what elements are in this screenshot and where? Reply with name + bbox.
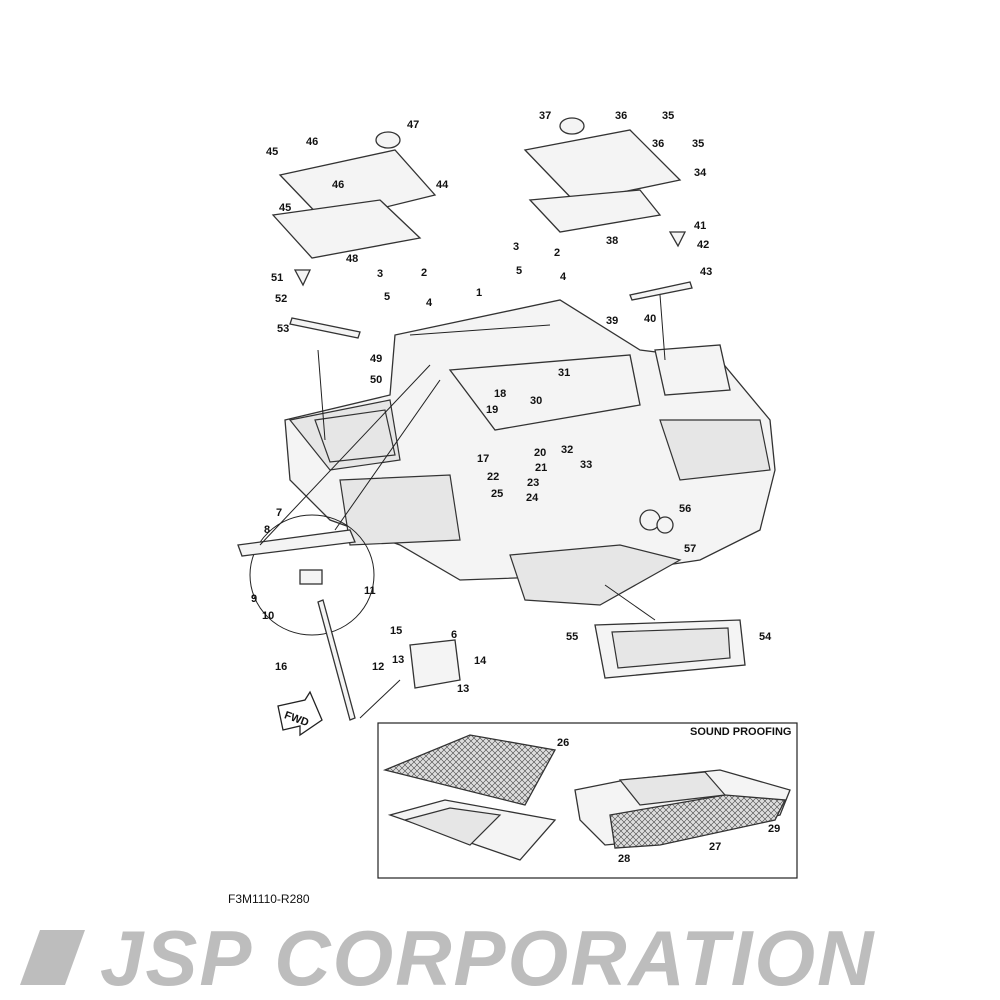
callout-25: 25 (491, 488, 503, 500)
callout-57: 57 (684, 543, 696, 555)
diagram-code: F3M1110-R280 (228, 892, 310, 906)
callout-22: 22 (487, 471, 499, 483)
callout-35: 35 (662, 110, 674, 122)
callout-12: 12 (372, 661, 384, 673)
callout-10: 10 (262, 610, 274, 622)
callout-50: 50 (370, 374, 382, 386)
callout-52: 52 (275, 293, 287, 305)
callout-32: 32 (561, 444, 573, 456)
callout-56: 56 (679, 503, 691, 515)
callout-43: 43 (700, 266, 712, 278)
callout-49: 49 (370, 353, 382, 365)
callout-20: 20 (534, 447, 546, 459)
strut-detail (237, 509, 746, 721)
callout-19: 19 (486, 404, 498, 416)
callout-40: 40 (644, 313, 656, 325)
callout-5: 5 (516, 265, 522, 277)
callout-18: 18 (494, 388, 506, 400)
callout-1: 1 (476, 287, 482, 299)
callout-38: 38 (606, 235, 618, 247)
left-hatch (271, 131, 437, 339)
callout-31: 31 (558, 367, 570, 379)
callout-5: 5 (384, 291, 390, 303)
console-body (284, 299, 776, 606)
callout-34: 34 (694, 167, 707, 179)
watermark: JSP CORPORATION (100, 914, 875, 1000)
right-hatch (523, 117, 693, 301)
callout-53: 53 (277, 323, 289, 335)
callout-13: 13 (457, 683, 469, 695)
callout-39: 39 (606, 315, 618, 327)
callout-11: 11 (364, 585, 376, 597)
callout-41: 41 (694, 220, 706, 232)
callout-36: 36 (615, 110, 627, 122)
callout-47: 47 (407, 119, 419, 131)
callout-26: 26 (557, 737, 569, 749)
callout-13: 13 (392, 654, 404, 666)
callout-28: 28 (618, 853, 630, 865)
fwd-arrow: FWD (277, 690, 323, 737)
callout-16: 16 (275, 661, 287, 673)
inset-title: SOUND PROOFING (690, 726, 791, 738)
callout-15: 15 (390, 625, 402, 637)
callout-37: 37 (539, 110, 551, 122)
callout-23: 23 (527, 477, 539, 489)
callout-14: 14 (474, 655, 487, 667)
watermark-logo (20, 930, 85, 985)
callout-9: 9 (251, 593, 257, 605)
leader-lines (259, 294, 666, 719)
sound-proofing-inset: SOUND PROOFING (377, 722, 798, 879)
callout-21: 21 (535, 462, 547, 474)
callout-46: 46 (306, 136, 318, 148)
callout-48: 48 (346, 253, 358, 265)
callout-3: 3 (377, 268, 383, 280)
callout-54: 54 (759, 631, 772, 643)
callout-45: 45 (266, 146, 278, 158)
callout-8: 8 (264, 524, 270, 536)
callout-3: 3 (513, 241, 519, 253)
callout-30: 30 (530, 395, 542, 407)
callout-17: 17 (477, 453, 489, 465)
callout-2: 2 (554, 247, 560, 259)
callout-45: 45 (279, 202, 291, 214)
callout-2: 2 (421, 267, 427, 279)
callout-4: 4 (426, 297, 433, 309)
callout-55: 55 (566, 631, 578, 643)
callout-27: 27 (709, 841, 721, 853)
callout-7: 7 (276, 507, 282, 519)
callout-6: 6 (451, 629, 457, 641)
callout-29: 29 (768, 823, 780, 835)
callout-4: 4 (560, 271, 567, 283)
callout-44: 44 (436, 179, 449, 191)
callout-24: 24 (526, 492, 539, 504)
callout-33: 33 (580, 459, 592, 471)
callout-51: 51 (271, 272, 283, 284)
callout-46: 46 (332, 179, 344, 191)
callout-35: 35 (692, 138, 704, 150)
callout-36: 36 (652, 138, 664, 150)
callout-42: 42 (697, 239, 709, 251)
